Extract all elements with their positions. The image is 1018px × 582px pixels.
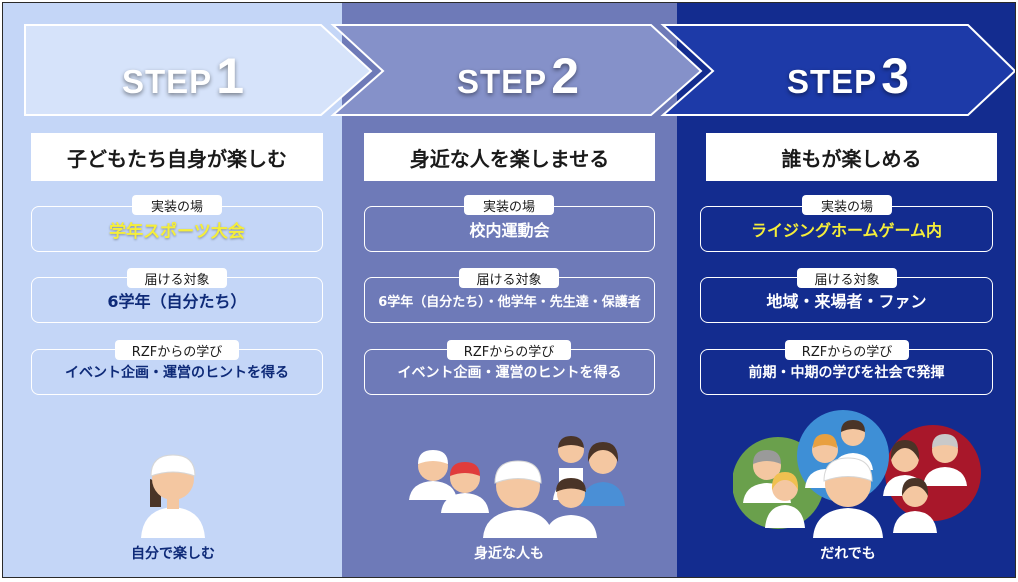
person-icon <box>893 478 937 533</box>
step3-venue-label: 実装の場 <box>802 195 892 215</box>
step2-arrow <box>330 24 703 116</box>
step1-word: STEP <box>121 63 213 100</box>
step3-target-label: 届ける対象 <box>797 268 897 288</box>
person-icon <box>545 478 597 538</box>
step-arrows <box>24 24 1015 116</box>
person-icon <box>581 442 625 506</box>
step1-illustration <box>141 454 205 538</box>
person-icon <box>409 450 457 500</box>
step3-illustration <box>733 410 981 538</box>
person-icon <box>923 434 967 486</box>
step2-headline: 身近な人を楽しませる <box>364 133 655 181</box>
person-icon <box>765 472 805 528</box>
step2-venue-label: 実装の場 <box>464 195 554 215</box>
step3-learn-label: RZFからの学び <box>785 340 909 360</box>
person-icon <box>141 454 205 538</box>
step3-word: STEP <box>786 63 878 100</box>
step2-learn-label: RZFからの学び <box>447 340 571 360</box>
step1-venue-label: 実装の場 <box>132 195 222 215</box>
step3-number: 3 <box>881 48 909 104</box>
step1-caption: 自分で楽しむ <box>131 546 215 562</box>
step2-word: STEP <box>456 63 548 100</box>
person-icon <box>441 462 489 513</box>
step1-number: 1 <box>216 48 244 104</box>
step3-arrow <box>660 24 1015 116</box>
step1-arrow <box>24 24 373 116</box>
person-icon <box>813 457 883 538</box>
step2-caption: 身近な人も <box>474 546 544 562</box>
step2-illustration <box>409 436 625 538</box>
step1-learn-label: RZFからの学び <box>115 340 239 360</box>
person-icon <box>483 460 553 538</box>
step3-headline: 誰もが楽しめる <box>706 133 997 181</box>
step3-caption: だれでも <box>820 546 876 562</box>
step2-number: 2 <box>551 48 579 104</box>
step1-target-label: 届ける対象 <box>127 268 227 288</box>
step2-target-label: 届ける対象 <box>459 268 559 288</box>
step1-headline: 子どもたち自身が楽しむ <box>31 133 323 181</box>
